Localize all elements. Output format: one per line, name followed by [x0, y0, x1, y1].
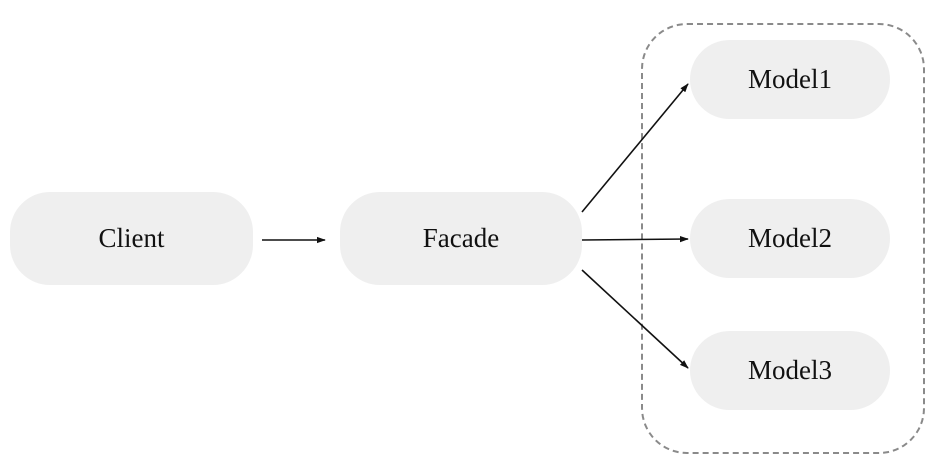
model3-node: Model3	[690, 331, 890, 410]
model1-label: Model1	[748, 64, 832, 94]
model2-node: Model2	[690, 199, 890, 278]
client-label: Client	[98, 223, 165, 253]
facade-label: Facade	[422, 223, 500, 253]
facade-node: Facade	[340, 192, 582, 285]
model1-node: Model1	[690, 40, 890, 119]
model3-label: Model3	[748, 355, 832, 385]
client-node: Client	[10, 192, 253, 285]
model2-label: Model2	[748, 223, 832, 253]
